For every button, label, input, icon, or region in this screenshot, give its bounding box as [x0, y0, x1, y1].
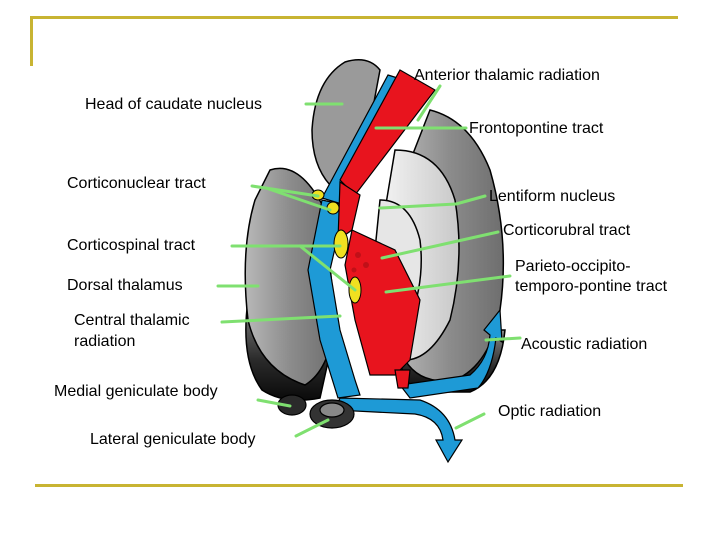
- pointer-parieto: [384, 274, 512, 294]
- pointer-corticorubral: [380, 230, 500, 260]
- label-medial-geniculate-body: Medial geniculate body: [54, 383, 218, 400]
- label-central-thalamic-line2: radiation: [74, 333, 136, 350]
- left-gray-structures: [244, 59, 381, 401]
- label-parieto-occipito-line1: Parieto-occipito-: [515, 258, 631, 275]
- frame-left-line: [30, 16, 33, 66]
- label-optic-radiation: Optic radiation: [498, 403, 602, 420]
- label-anterior-thalamic-radiation: Anterior thalamic radiation: [414, 67, 600, 84]
- pointer-lentiform: [454, 194, 487, 206]
- label-corticospinal-tract: Corticospinal tract: [67, 237, 196, 254]
- label-lentiform-nucleus: Lentiform nucleus: [489, 188, 616, 205]
- red-tip: [394, 369, 411, 389]
- pointer-anterior-thalamic: [416, 84, 442, 122]
- label-central-thalamic-line1: Central thalamic: [74, 312, 190, 329]
- label-corticonuclear-tract: Corticonuclear tract: [67, 175, 206, 192]
- corticonuclear-dot-2: [326, 201, 340, 215]
- label-head-of-caudate-nucleus: Head of caudate nucleus: [85, 96, 263, 113]
- pointer-corticonuclear-2: [264, 186, 332, 212]
- frame-top-line: [30, 16, 678, 19]
- frame-bottom-line: [35, 484, 683, 487]
- pointer-lines: [216, 84, 522, 438]
- pointer-acoustic: [484, 336, 522, 342]
- acoustic-radiation-arrow: [398, 308, 503, 399]
- pointer-optic: [454, 412, 486, 430]
- label-corticorubral-tract: Corticorubral tract: [503, 222, 631, 239]
- thalamus-body: [244, 167, 336, 386]
- geniculate-bodies: [277, 394, 355, 429]
- optic-radiation-arrow: [334, 397, 464, 464]
- label-acoustic-radiation: Acoustic radiation: [521, 336, 648, 353]
- pointer-corticonuclear-1: [250, 184, 320, 198]
- label-frontopontine-tract: Frontopontine tract: [469, 120, 604, 137]
- pointer-lentiform-2: [378, 202, 458, 210]
- label-lateral-geniculate-body: Lateral geniculate body: [90, 431, 256, 448]
- yellow-oval-1: [333, 229, 349, 259]
- label-dorsal-thalamus: Dorsal thalamus: [67, 277, 183, 294]
- pointer-dorsal-thalamus-2: [298, 244, 357, 292]
- pointer-lateral-geniculate: [294, 418, 330, 438]
- red-dots: [351, 252, 369, 273]
- pointer-central-thalamic: [220, 314, 342, 324]
- pointer-medial-geniculate: [256, 398, 292, 408]
- label-parieto-occipito-line2: temporo-pontine tract: [515, 278, 668, 295]
